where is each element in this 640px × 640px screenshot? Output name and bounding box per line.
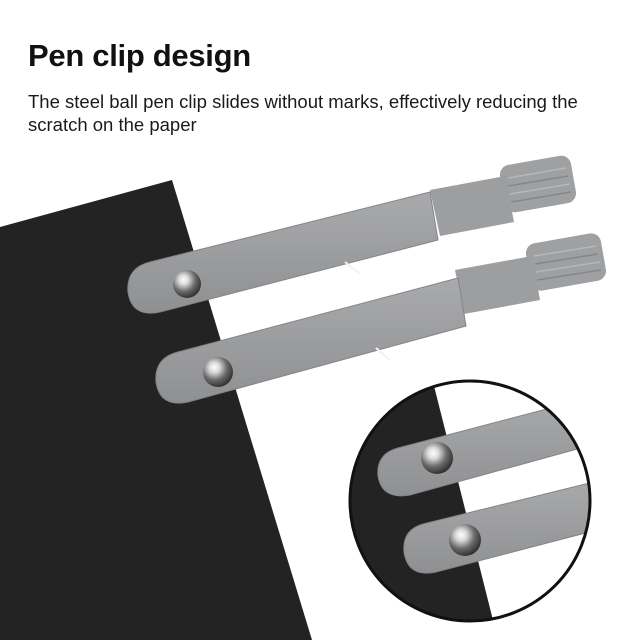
feature-description: The steel ball pen clip slides without m… — [28, 91, 578, 135]
pen-clip — [155, 233, 607, 404]
black-paper — [0, 180, 312, 640]
page-title: Pen clip design — [28, 38, 251, 73]
pen-clip — [127, 155, 577, 314]
steel-ball — [173, 270, 201, 298]
zoom-detail-circle — [348, 379, 592, 623]
steel-ball — [203, 357, 233, 387]
